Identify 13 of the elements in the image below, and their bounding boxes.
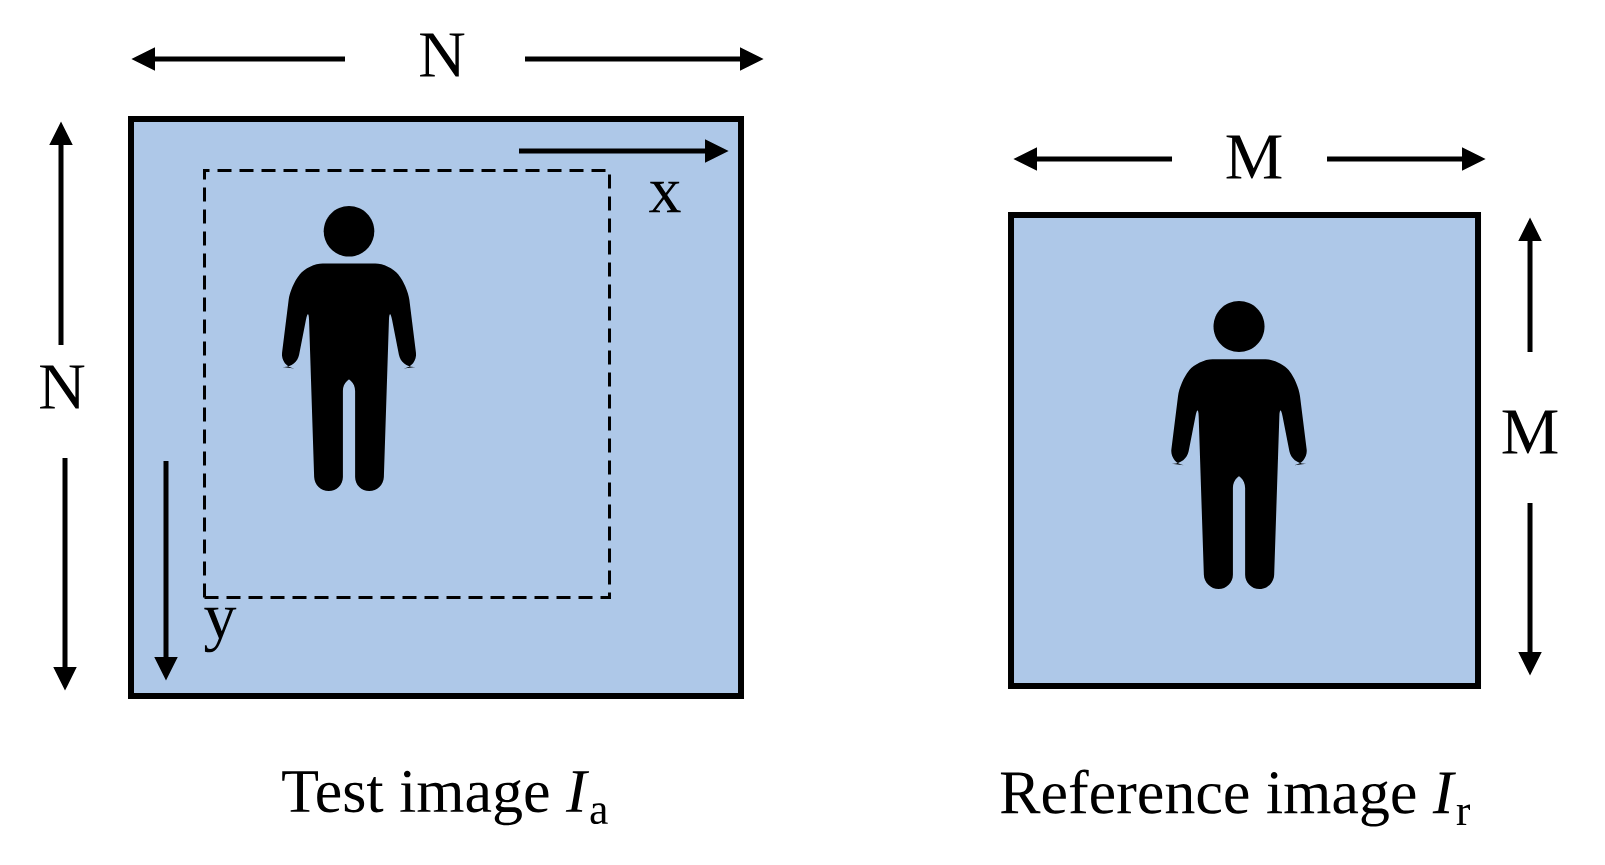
node-label: Reference image I$_{r}$ — [1000, 769, 1470, 827]
dimension-label: M — [1502, 410, 1558, 454]
image-frame — [128, 116, 744, 699]
person-icon — [281, 206, 417, 491]
person-icon — [1171, 301, 1307, 589]
node-label: Test image I$_{a}$ — [282, 770, 608, 826]
dimension-label: y — [204, 607, 237, 653]
dimension-label: N — [40, 365, 85, 409]
dashed-window — [203, 169, 611, 599]
dimension-label: N — [420, 33, 465, 77]
dimension-label: M — [1226, 135, 1282, 179]
image-frame — [1008, 212, 1481, 689]
dimension-label: x — [649, 181, 681, 213]
